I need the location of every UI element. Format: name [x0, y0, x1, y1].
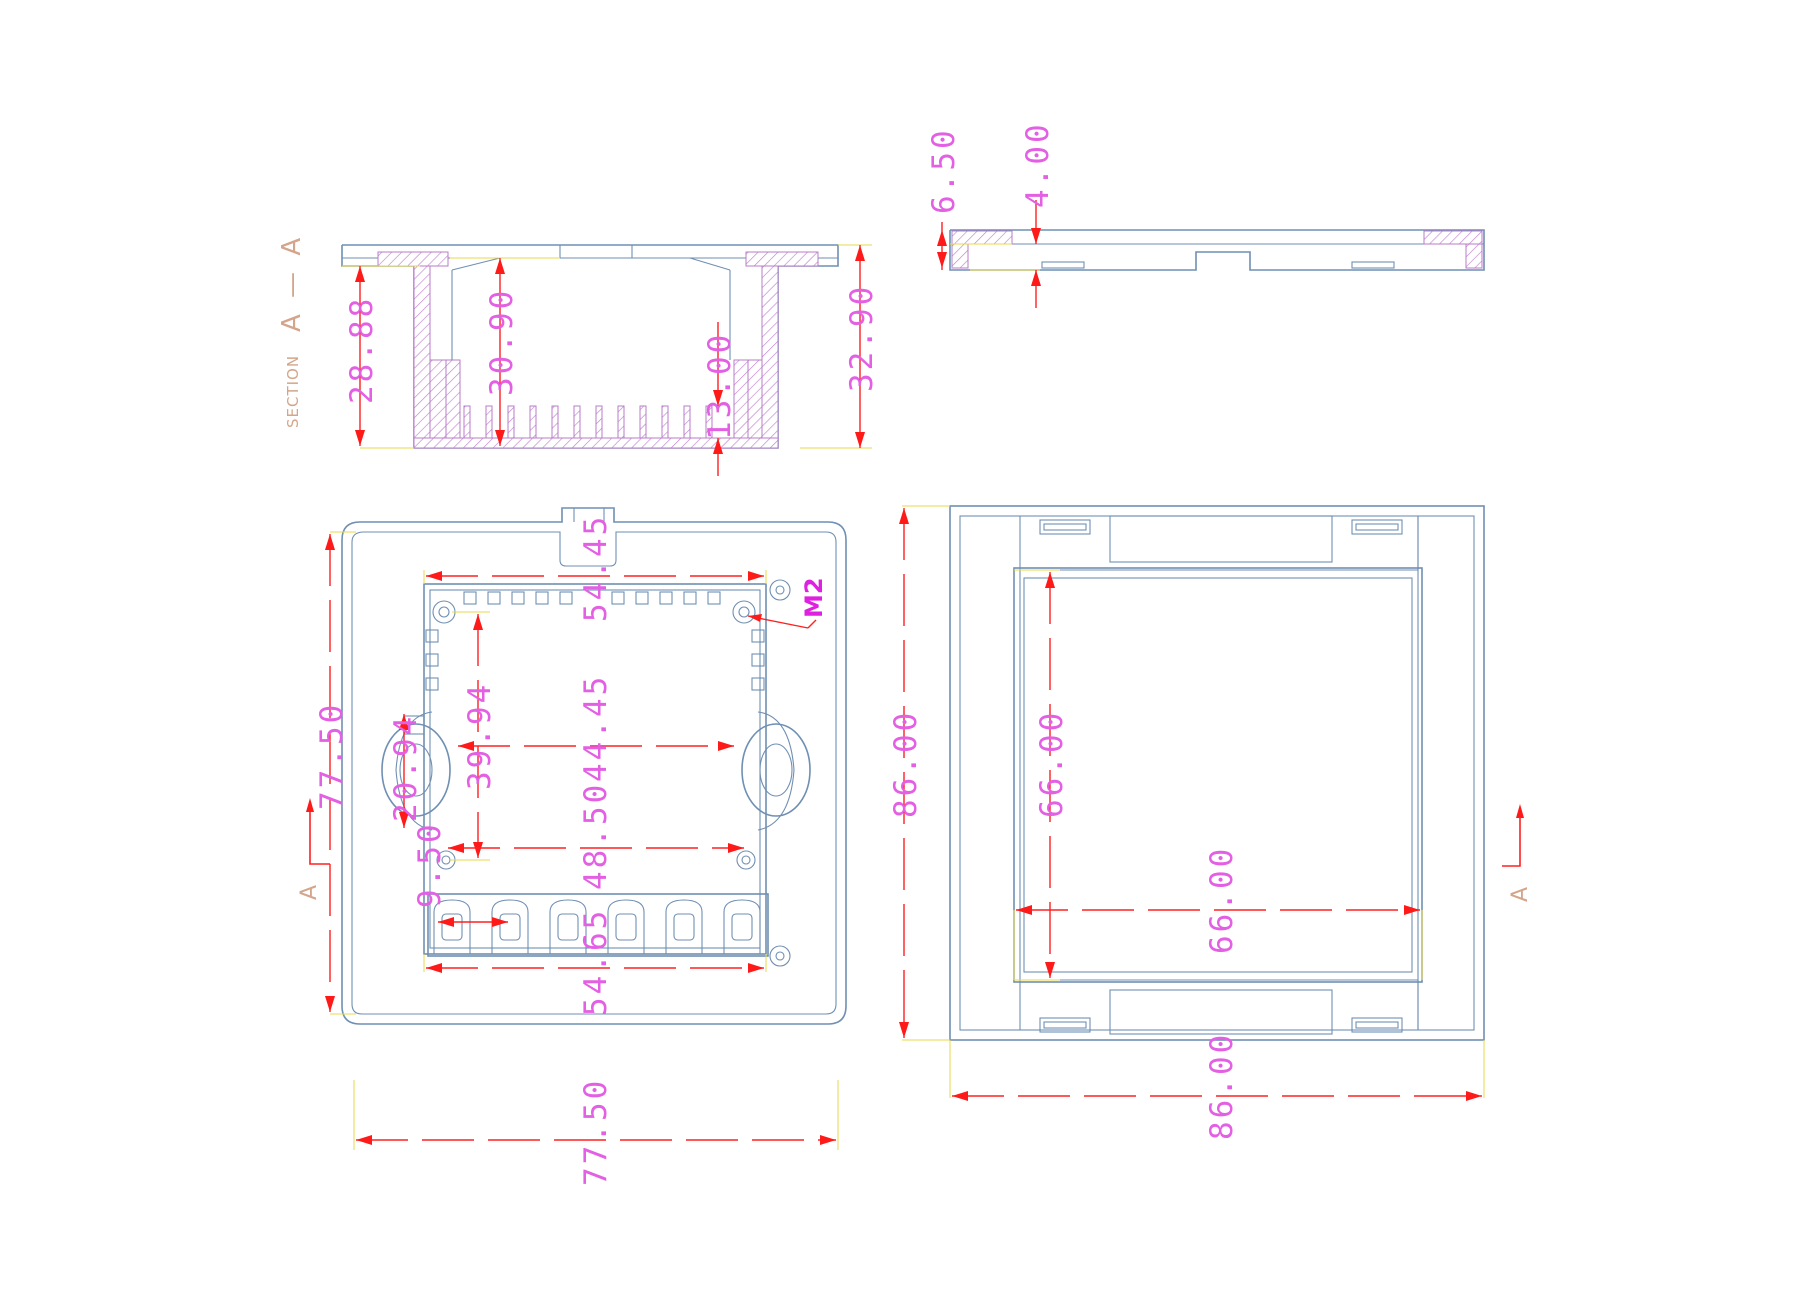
dim-86-00-vertical: 86.00	[888, 710, 924, 818]
dim-39-94: 39.94	[462, 682, 498, 790]
dim-66-00-horizontal: 66.00	[1204, 846, 1240, 954]
section-marker-left: A	[297, 885, 322, 900]
dim-54-65: 54.65	[578, 908, 614, 1016]
section-title-letters: A — A	[277, 234, 307, 332]
dim-44-45: 44.45	[578, 674, 614, 782]
section-marker-right: A	[1508, 887, 1533, 902]
top-vent-slots	[463, 591, 721, 605]
screw-holes	[432, 579, 791, 967]
section-view: A — A SECTION	[277, 234, 880, 476]
dim-77-50-vertical: 77.50	[314, 702, 350, 810]
dim-48-50: 48.50	[578, 782, 614, 890]
side-view: 6.50 4.00	[926, 121, 1485, 308]
right-mounting-slot	[741, 711, 811, 831]
dim-86-00-horizontal: 86.00	[1204, 1032, 1240, 1140]
left-mounting-slot	[381, 711, 451, 831]
dim-9-50: 9.50	[412, 821, 448, 908]
dim-77-50-horizontal: 77.50	[578, 1078, 614, 1186]
side-vent-slots	[425, 629, 765, 691]
m2-callout: M2	[800, 577, 828, 618]
dim-6-50: 6.50	[926, 127, 962, 214]
cover-plan-view: A 86.00 86.00 66.00 66.00	[888, 505, 1533, 1140]
dim-13-00: 13.00	[702, 332, 738, 440]
dim-30-90: 30.90	[484, 288, 520, 396]
dim-54-45: 54.45	[578, 514, 614, 622]
base-plan-view: M2 A 77.50 77.50 54.45 39.94	[297, 507, 847, 1186]
dim-32-90: 32.90	[844, 284, 880, 392]
dim-66-00-vertical: 66.00	[1034, 710, 1070, 818]
section-title-word: SECTION	[284, 355, 302, 428]
terminal-block	[427, 893, 769, 957]
dim-4-00: 4.00	[1020, 121, 1056, 208]
bottom-ribs	[463, 405, 713, 439]
dim-20-94: 20.94	[388, 714, 424, 822]
dim-28-88: 28.88	[344, 296, 380, 404]
